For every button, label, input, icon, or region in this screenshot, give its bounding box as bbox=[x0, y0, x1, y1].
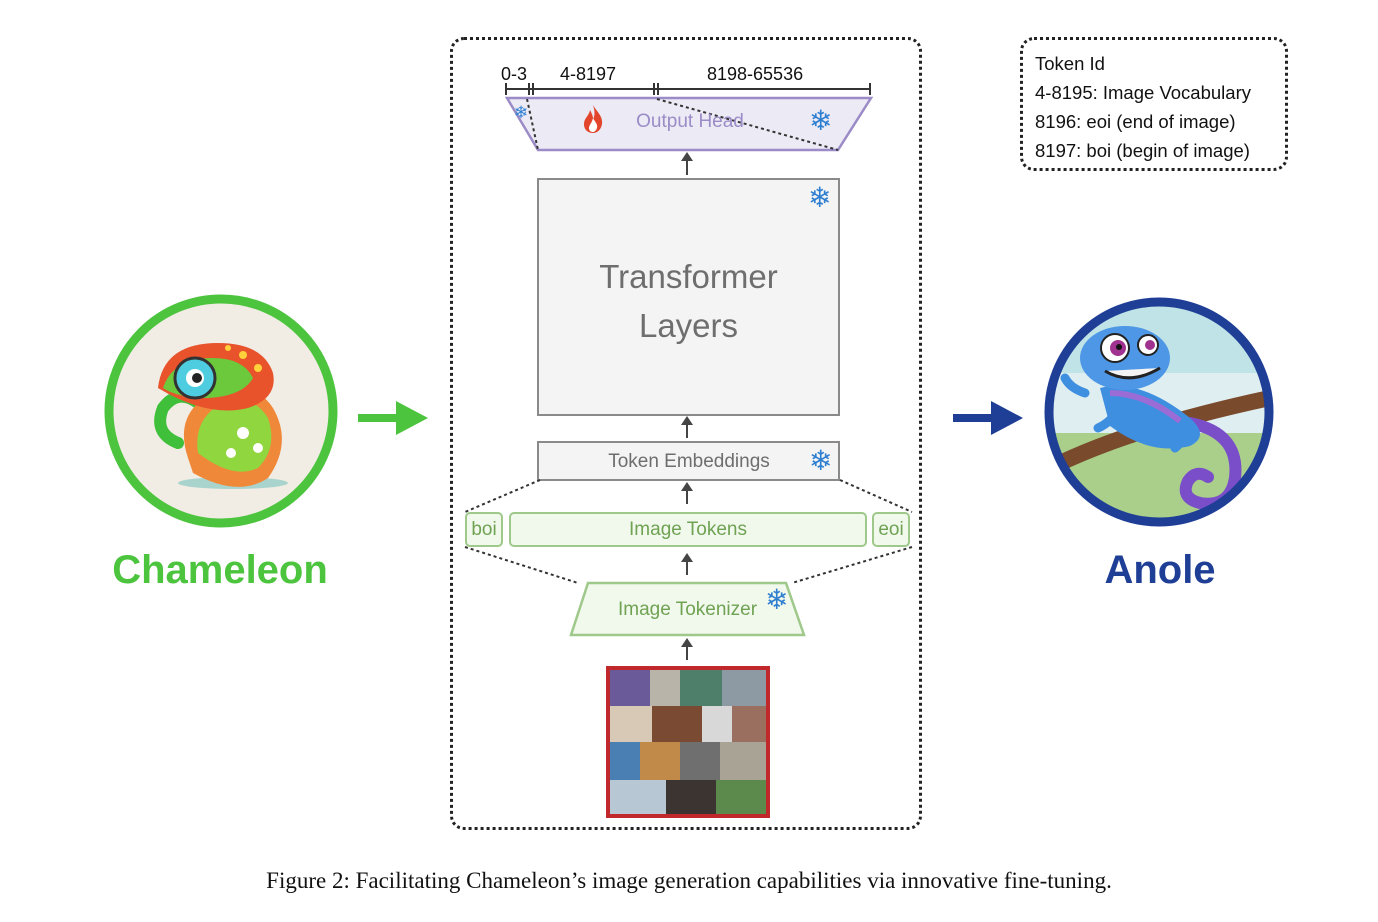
snowflake-icon: ❄ bbox=[809, 105, 833, 136]
right-arrow-green-icon bbox=[358, 401, 428, 435]
right-arrow-blue-icon bbox=[953, 401, 1023, 435]
image-collage bbox=[606, 666, 770, 818]
image-tokens-box: Image Tokens bbox=[509, 512, 867, 547]
chameleon-illustration bbox=[104, 294, 338, 528]
chameleon-label: Chameleon bbox=[112, 548, 328, 592]
eoi-token-box: eoi bbox=[872, 512, 910, 547]
boi-token-box: boi bbox=[465, 512, 503, 547]
token-embeddings-label: Token Embeddings bbox=[608, 451, 770, 472]
range-label-text: 8198-65536 bbox=[707, 64, 804, 84]
transformer-label-line1: Transformer bbox=[599, 258, 778, 295]
anole-label: Anole bbox=[1104, 548, 1216, 592]
anole-avatar bbox=[1040, 293, 1278, 531]
transformer-layers-box: Transformer Layers bbox=[537, 178, 840, 416]
token-range-ruler bbox=[505, 83, 871, 95]
legend-title: Token Id bbox=[1035, 53, 1105, 74]
image-tokenizer-shape bbox=[569, 581, 806, 637]
flame-icon bbox=[584, 105, 603, 133]
token-embeddings-box: Token Embeddings bbox=[537, 441, 840, 481]
arrow-up-icon bbox=[681, 553, 693, 575]
architecture-panel bbox=[450, 37, 922, 830]
output-head-shape bbox=[505, 96, 874, 152]
figure-caption: Figure 2: Facilitating Chameleon’s image… bbox=[266, 868, 1112, 893]
legend-line: 8197: boi (begin of image) bbox=[1035, 140, 1250, 161]
anole-illustration bbox=[1044, 297, 1274, 527]
connector-lines bbox=[464, 479, 913, 584]
token-id-legend: Token Id 4-8195: Image Vocabulary 8196: … bbox=[1020, 37, 1288, 171]
legend-line: 8196: eoi (end of image) bbox=[1035, 111, 1236, 132]
chameleon-avatar bbox=[103, 293, 339, 529]
arrow-up-icon bbox=[681, 482, 693, 504]
transformer-label-line2: Layers bbox=[638, 307, 739, 344]
snowflake-icon: ❄ bbox=[765, 584, 789, 615]
snowflake-icon: ❄ bbox=[514, 103, 529, 122]
legend-line: 4-8195: Image Vocabulary bbox=[1035, 82, 1251, 103]
output-head-label: Output Head bbox=[636, 111, 744, 132]
range-label-special: 0-3 bbox=[501, 64, 528, 84]
arrow-up-icon bbox=[681, 152, 693, 175]
snowflake-icon: ❄ bbox=[809, 445, 833, 476]
snowflake-icon: ❄ bbox=[808, 182, 832, 213]
image-tokenizer-label: Image Tokenizer bbox=[617, 599, 758, 620]
arrow-up-icon bbox=[681, 638, 693, 660]
arrow-up-icon bbox=[681, 416, 693, 438]
range-label-image: 4-8197 bbox=[560, 64, 617, 84]
